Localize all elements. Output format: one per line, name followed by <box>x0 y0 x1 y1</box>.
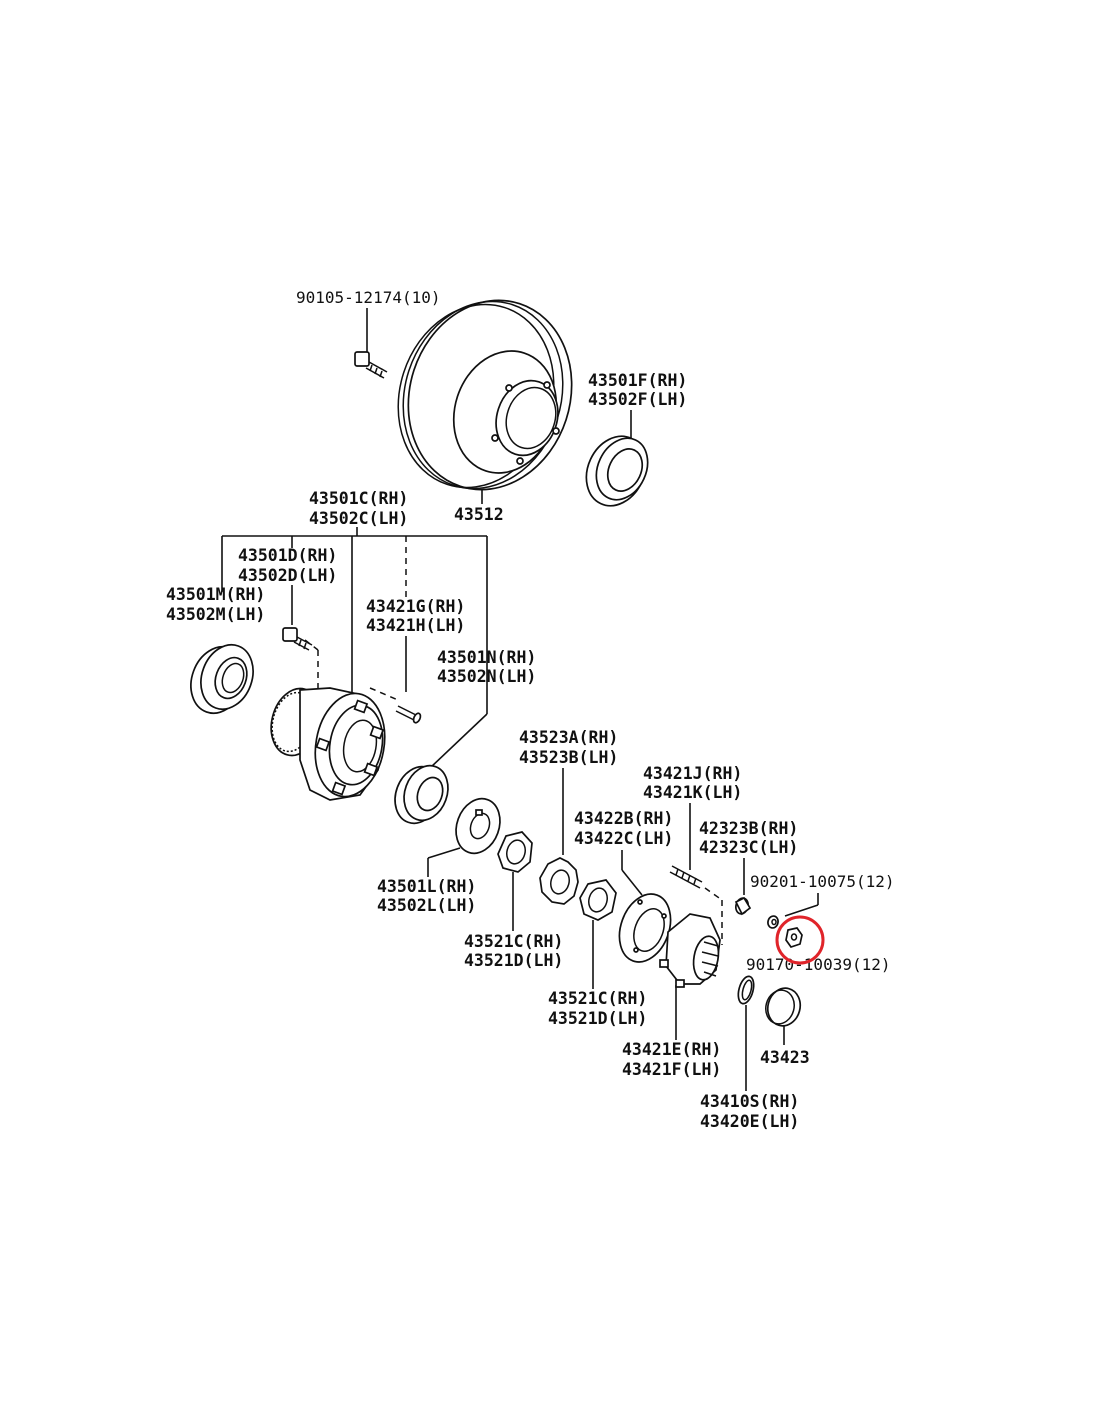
leader-bearing-out <box>429 713 488 769</box>
stud-gh-part[interactable] <box>395 705 422 724</box>
label-stud-j[interactable]: 43421J(RH) <box>643 764 742 783</box>
bearing-outer-part[interactable] <box>387 760 455 830</box>
lock-washer-part[interactable] <box>539 857 579 905</box>
label-lock-washer-rh[interactable]: 43523A(RH) <box>519 728 618 747</box>
dash-stud-gh <box>369 687 399 701</box>
oil-seal-part[interactable] <box>575 427 657 516</box>
label-gasket-rh[interactable]: 43422B(RH) <box>574 809 673 828</box>
label-washer-plate-lh[interactable]: 43502L(LH) <box>377 896 476 915</box>
label-flange-rh[interactable]: 43421E(RH) <box>622 1040 721 1059</box>
label-cap[interactable]: 43423 <box>760 1048 810 1067</box>
leader-washer-plate-b <box>427 847 461 859</box>
label-nut-outer-rh[interactable]: 43521C(RH) <box>548 989 647 1008</box>
dash-stud-jk-a <box>704 887 723 901</box>
label-bearing-in-rh[interactable]: 43501M(RH) <box>166 585 265 604</box>
highlight-circle <box>775 915 825 965</box>
labels: 90105-12174(10) 43512 43501F(RH) 43502F(… <box>166 288 895 1131</box>
disc-rotor-part[interactable] <box>375 279 596 511</box>
label-snap-ring-lh[interactable]: 43420E(LH) <box>700 1112 799 1131</box>
leader-gasket-b <box>621 869 643 896</box>
snap-ring-part[interactable] <box>736 975 757 1006</box>
nut-outer-part[interactable] <box>579 879 617 921</box>
leader-washer-qty-b <box>784 904 819 917</box>
label-gasket-lh[interactable]: 43422C(LH) <box>574 829 673 848</box>
leader-lines <box>221 308 819 1091</box>
label-nut-inner-lh[interactable]: 43521D(LH) <box>464 951 563 970</box>
bearing-inner-part[interactable] <box>182 637 262 720</box>
hub-cap-part[interactable] <box>762 985 804 1030</box>
label-hub-bolt-rh[interactable]: 43501D(RH) <box>238 546 337 565</box>
label-nut-inner-rh[interactable]: 43521C(RH) <box>464 932 563 951</box>
label-hub-bolt-lh[interactable]: 43502D(LH) <box>238 566 337 585</box>
axle-hub-part[interactable] <box>264 683 392 802</box>
label-bolt-top[interactable]: 90105-12174(10) <box>296 288 441 307</box>
label-lock-washer-lh[interactable]: 43523B(LH) <box>519 748 618 767</box>
label-stud-h[interactable]: 43421H(LH) <box>366 616 465 635</box>
parts <box>182 279 804 1030</box>
nut-part[interactable] <box>785 927 803 949</box>
washer-plate-part[interactable] <box>449 793 508 860</box>
label-washer-plate-rh[interactable]: 43501L(RH) <box>377 877 476 896</box>
nut-inner-part[interactable] <box>497 831 533 873</box>
label-cone-rh[interactable]: 42323B(RH) <box>699 819 798 838</box>
cone-washer-part[interactable] <box>734 896 752 916</box>
bolt-top-part[interactable] <box>354 351 388 379</box>
label-oil-seal-lh[interactable]: 43502F(LH) <box>588 390 687 409</box>
label-bearing-in-lh[interactable]: 43502M(LH) <box>166 605 265 624</box>
label-hub-lh[interactable]: 43502C(LH) <box>309 509 408 528</box>
drive-flange-part[interactable] <box>659 913 722 988</box>
hub-bolt-part[interactable] <box>282 627 313 651</box>
washer-part[interactable] <box>767 915 780 929</box>
label-oil-seal-rh[interactable]: 43501F(RH) <box>588 371 687 390</box>
label-cone-lh[interactable]: 42323C(LH) <box>699 838 798 857</box>
label-washer-qty[interactable]: 90201-10075(12) <box>750 872 895 891</box>
label-flange-lh[interactable]: 43421F(LH) <box>622 1060 721 1079</box>
label-nut-outer-lh[interactable]: 43521D(LH) <box>548 1009 647 1028</box>
label-nut-qty[interactable]: 90170-10039(12) <box>746 955 891 974</box>
stud-jk-part[interactable] <box>669 865 703 889</box>
label-stud-g[interactable]: 43421G(RH) <box>366 597 465 616</box>
label-snap-ring-rh[interactable]: 43410S(RH) <box>700 1092 799 1111</box>
label-disc[interactable]: 43512 <box>454 505 504 524</box>
label-hub-rh[interactable]: 43501C(RH) <box>309 489 408 508</box>
label-stud-k[interactable]: 43421K(LH) <box>643 783 742 802</box>
